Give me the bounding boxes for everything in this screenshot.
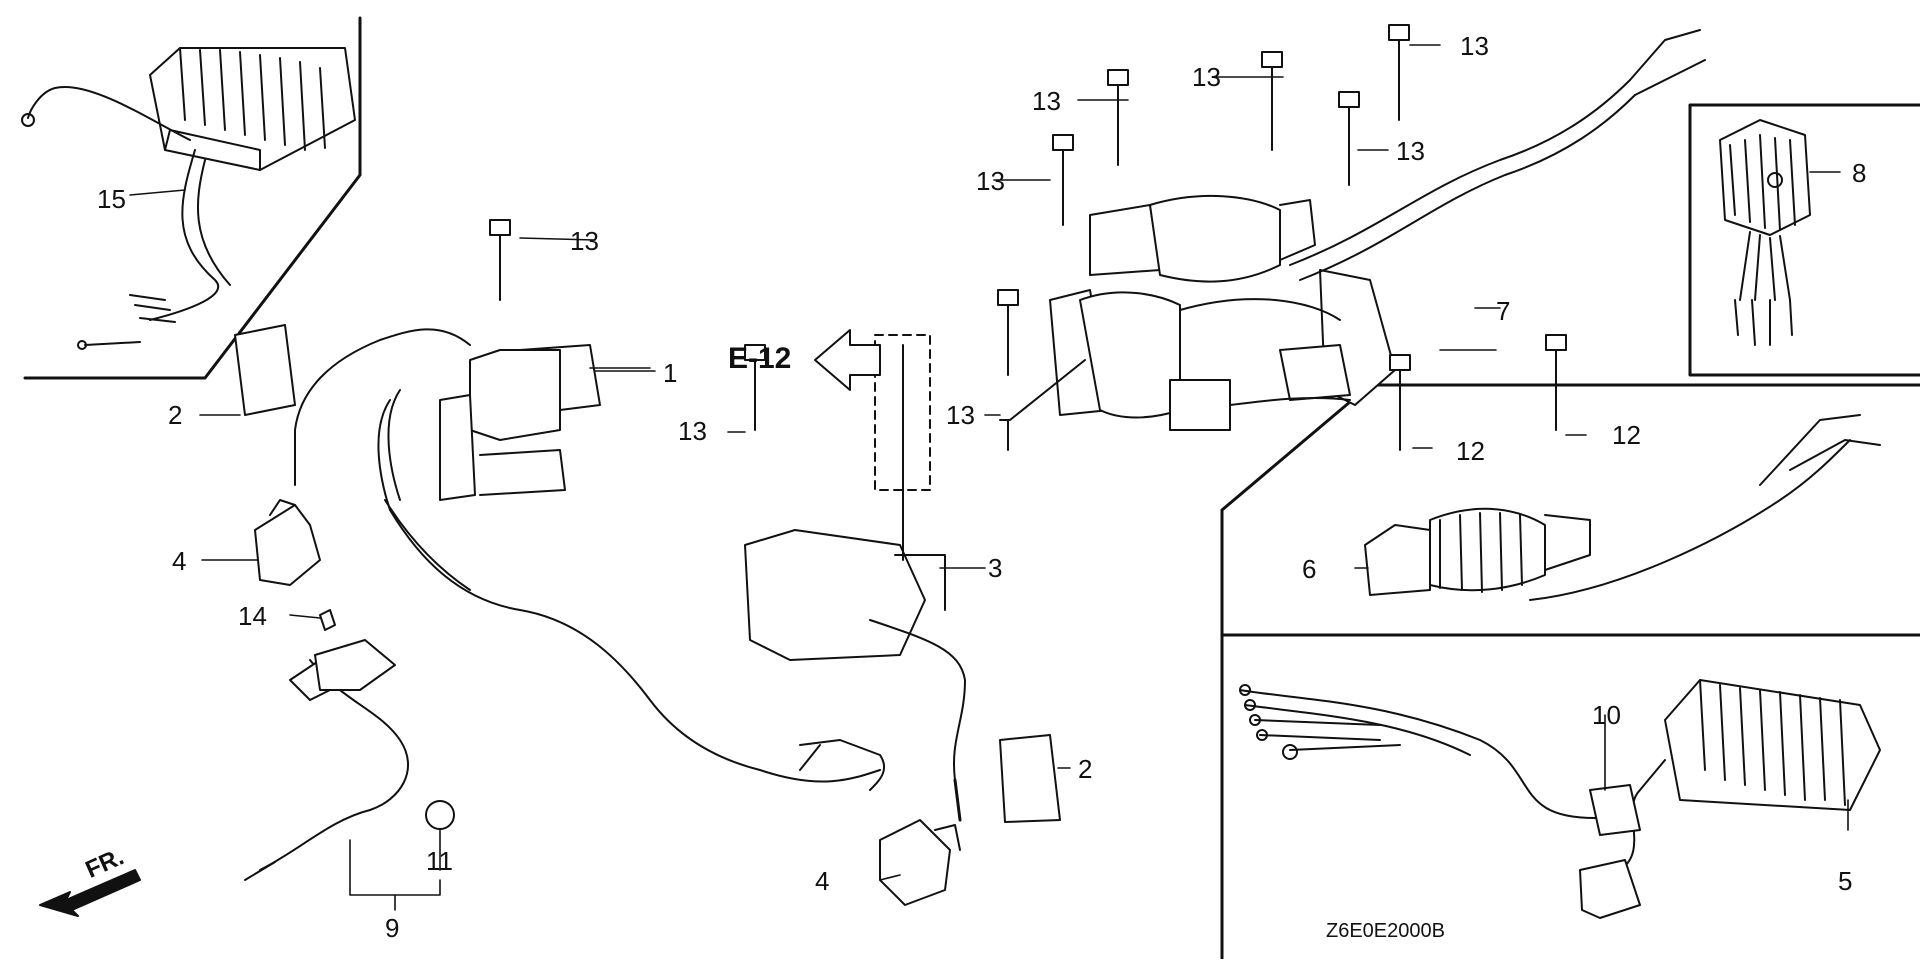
plug-cap-4b [879,819,961,906]
callout-13b: 13 [678,416,707,446]
callout-8: 8 [1852,158,1867,188]
callout-13g: 13 [976,166,1005,196]
regulator-8 [1719,119,1811,346]
callout-11: 11 [426,846,453,876]
callout-3: 3 [988,553,1003,583]
callout-1: 1 [663,358,678,388]
bolt-14 [319,609,336,631]
callout-13e: 13 [1460,31,1489,61]
callout-13a: 13 [570,226,599,256]
regulator-15 [21,47,356,350]
leaders [129,44,1849,911]
callout-13f: 13 [1396,136,1425,166]
callout-13d: 13 [1192,62,1221,92]
ignition-coil-3 [744,334,966,822]
callout-2a: 2 [168,400,183,430]
coil-6 [1364,414,1881,601]
callout-6: 6 [1302,554,1317,584]
callout-15: 15 [97,184,126,214]
harness-10 [1239,684,1641,836]
coil-7 [999,29,1706,451]
grommet-2a [234,324,296,416]
callout-9: 9 [385,913,400,943]
ignition-coil-1 [294,328,601,501]
section-ref-label: E-12 [728,342,792,375]
harness-9 [244,389,886,881]
callout-10: 10 [1592,700,1621,730]
plug-cap-4a [254,499,321,586]
callout-12a: 12 [1456,436,1485,466]
front-arrow-shape [39,869,141,917]
callout-4b: 4 [815,866,830,896]
nut-11 [425,800,455,830]
grommet-2b [999,734,1061,823]
regulator-5 [1579,679,1881,919]
reference-code: Z6E0E2000B [1326,920,1445,942]
callout-13h: 13 [946,400,975,430]
callout-5: 5 [1838,866,1853,896]
callout-7: 7 [1496,296,1511,326]
bolts [489,24,1567,451]
callout-4a: 4 [172,546,187,576]
callout-2b: 2 [1078,754,1093,784]
callout-14: 14 [238,601,267,631]
callout-13c: 13 [1032,86,1061,116]
callout-12b: 12 [1612,420,1641,450]
e12-arrow [814,329,881,391]
